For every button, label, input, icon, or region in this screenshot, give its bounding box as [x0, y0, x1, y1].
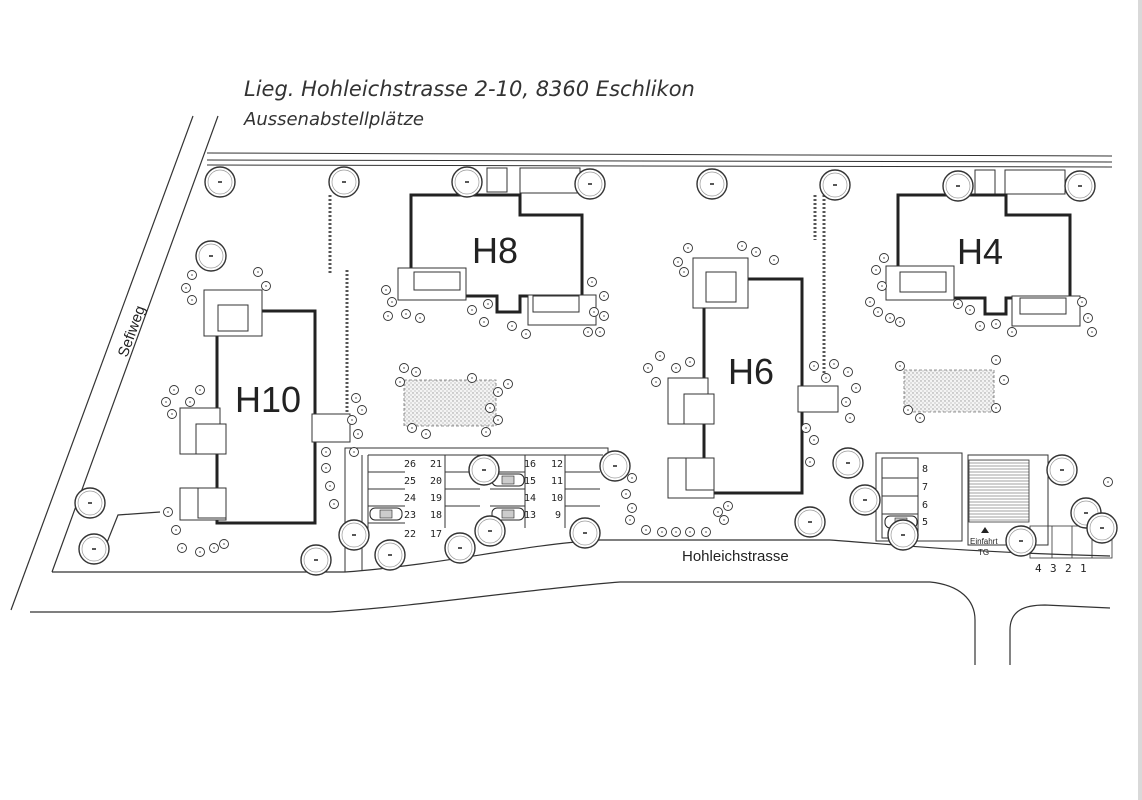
building-h6: [667, 257, 839, 499]
garden-plots: [486, 167, 1066, 195]
north-boundary: [206, 152, 1113, 168]
house-label-h4: H4: [957, 231, 1003, 272]
space-17: 17: [430, 529, 442, 540]
space-10: 10: [551, 493, 563, 504]
space-12: 12: [551, 459, 563, 470]
garage-label-line2: TG: [978, 548, 989, 557]
space-18: 18: [430, 510, 442, 521]
space-4: 4: [1035, 562, 1042, 575]
space-3: 3: [1050, 562, 1057, 575]
space-23: 23: [404, 510, 416, 521]
building-h10: [179, 289, 351, 525]
house-label-h8: H8: [472, 230, 518, 271]
space-24: 24: [404, 493, 416, 504]
building-h8: [397, 193, 597, 326]
space-21: 21: [430, 459, 442, 470]
parking-cars-west: [369, 473, 525, 521]
parking-numbers-west: 26 25 24 23 22 21 20 19 18 17 16 15 14 1…: [404, 459, 563, 540]
space-26: 26: [404, 459, 416, 470]
plan-subtitle: Aussenabstellplätze: [243, 109, 424, 130]
space-7: 7: [922, 482, 928, 493]
space-22: 22: [404, 529, 416, 540]
space-15: 15: [524, 476, 536, 487]
space-13: 13: [524, 510, 536, 521]
parking-numbers-east: 8 7 6 5: [922, 464, 928, 528]
space-5: 5: [922, 517, 928, 528]
space-8: 8: [922, 464, 928, 475]
space-9: 9: [555, 510, 561, 521]
space-16: 16: [524, 459, 536, 470]
sefiweg-road: Sefiweg: [10, 115, 219, 611]
space-2: 2: [1065, 562, 1072, 575]
plan-title: Lieg. Hohleichstrasse 2-10, 8360 Eschlik…: [244, 77, 695, 101]
space-14: 14: [524, 493, 536, 504]
space-20: 20: [430, 476, 442, 487]
house-label-h6: H6: [728, 351, 774, 392]
gravel-area-east: [903, 369, 995, 413]
parking-numbers-bottom: 4 3 2 1: [1035, 562, 1087, 575]
house-label-h10: H10: [235, 379, 301, 420]
garage-label-line1: Einfahrt: [970, 537, 998, 546]
space-25: 25: [404, 476, 416, 487]
space-19: 19: [430, 493, 442, 504]
space-1: 1: [1080, 562, 1087, 575]
street-label-hohleichstrasse: Hohleichstrasse: [682, 548, 789, 565]
space-6: 6: [922, 500, 928, 511]
hedges: [328, 195, 826, 420]
garage-ramp: [968, 459, 1030, 523]
garage-entry-arrow: [981, 527, 989, 533]
street-label-sefiweg: Sefiweg: [115, 303, 149, 359]
gravel-area-west: [403, 379, 497, 427]
space-11: 11: [551, 476, 563, 487]
page-edge: [1138, 0, 1142, 800]
building-h4: [885, 193, 1081, 327]
